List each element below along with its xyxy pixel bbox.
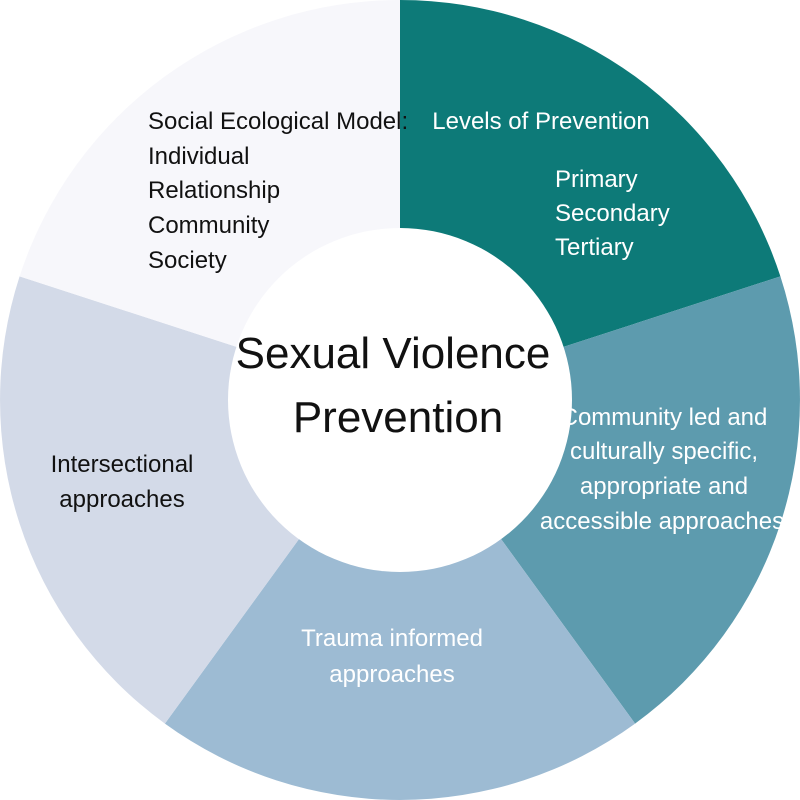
community-line-3: appropriate and [580, 473, 748, 500]
social-ecological-title: Social Ecological Model: [148, 108, 408, 135]
levels-item-primary: Primary [555, 166, 638, 193]
center-hub [228, 228, 572, 572]
social-ecological-item-relationship: Relationship [148, 177, 280, 204]
community-line-4: accessible approaches [540, 508, 784, 535]
levels-item-tertiary: Tertiary [555, 234, 634, 261]
segment-trauma-informed [164, 400, 636, 800]
trauma-line-2: approaches [329, 661, 454, 688]
social-ecological-item-community: Community [148, 212, 269, 239]
trauma-line-1: Trauma informed [301, 625, 483, 652]
levels-title: Levels of Prevention [432, 108, 649, 135]
social-ecological-item-society: Society [148, 247, 227, 274]
center-title-line-1: Sexual Violence [236, 329, 551, 378]
community-line-2: culturally specific, [570, 438, 758, 465]
intersectional-line-1: Intersectional [51, 451, 194, 478]
intersectional-line-2: approaches [59, 486, 184, 513]
social-ecological-item-individual: Individual [148, 143, 249, 170]
center-title-line-2: Prevention [293, 393, 503, 442]
community-line-1: Community led and [561, 404, 768, 431]
levels-item-secondary: Secondary [555, 200, 670, 227]
